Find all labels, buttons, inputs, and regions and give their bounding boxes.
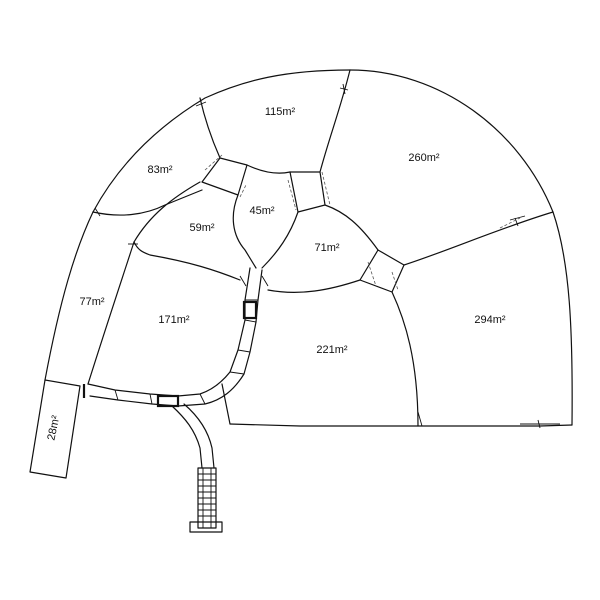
area-label-59: 59m² xyxy=(189,222,214,234)
corridor-wall-a xyxy=(87,267,251,397)
area-label-260: 260m² xyxy=(408,152,440,164)
left-wall xyxy=(44,211,94,381)
corridor-wall-b xyxy=(89,269,263,407)
outer-vault-wall xyxy=(92,69,573,426)
area-label-77: 77m² xyxy=(79,296,104,308)
wall-45-71 xyxy=(261,211,299,269)
left-inner-wall xyxy=(87,241,135,385)
room-28-box xyxy=(29,379,81,479)
area-label-71: 71m² xyxy=(314,242,339,254)
wall-71-bottom xyxy=(267,279,361,293)
branch-wall-b xyxy=(183,403,215,469)
area-label-171: 171m² xyxy=(158,314,190,326)
branch-wall-a xyxy=(171,405,203,469)
area-label-294: 294m² xyxy=(474,314,506,326)
area-label-115: 115m² xyxy=(265,106,296,118)
wall-71-top xyxy=(324,204,379,251)
wall-260-294 xyxy=(403,211,554,266)
alcove-71-260 xyxy=(359,249,405,293)
outer-walls xyxy=(44,69,573,427)
wall-83-115 xyxy=(199,97,221,159)
alcoves xyxy=(201,154,405,293)
wall-115-260 xyxy=(319,69,351,173)
passage xyxy=(82,267,263,533)
wall-59-45 xyxy=(232,194,257,269)
area-label-221: 221m² xyxy=(316,344,348,356)
wall-115-bottom xyxy=(246,164,291,174)
alcove-83-59 xyxy=(201,157,248,196)
door-marks xyxy=(94,83,560,429)
wall-221-left xyxy=(221,383,231,425)
area-label-28: 28m² xyxy=(45,414,62,441)
wall-171-top xyxy=(133,241,241,281)
partitions xyxy=(92,69,554,427)
area-labels: 115m² 260m² 83m² 59m² 45m² 71m² 77m² 171… xyxy=(45,106,505,442)
area-label-45: 45m² xyxy=(249,205,274,217)
wall-59-outer xyxy=(133,181,201,243)
room-28-outline xyxy=(29,379,81,479)
wall-83-bottom xyxy=(92,189,203,216)
wall-221-294 xyxy=(391,291,419,427)
alcove-115-71 xyxy=(289,171,326,213)
ladder-rungs xyxy=(198,468,216,528)
area-label-83: 83m² xyxy=(147,164,172,176)
